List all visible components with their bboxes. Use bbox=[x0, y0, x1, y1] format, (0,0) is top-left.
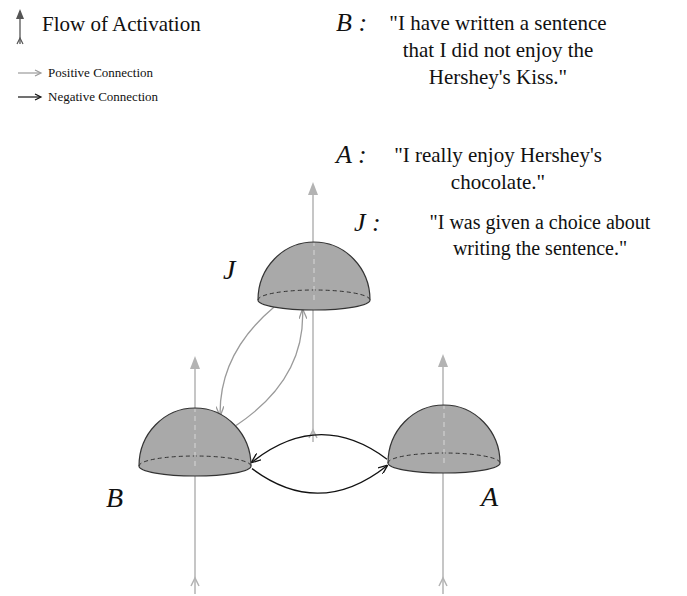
statement-text: "I have written a sentence that I did no… bbox=[380, 10, 616, 91]
statement-letter: A : bbox=[336, 138, 367, 171]
positive-connection bbox=[220, 307, 274, 415]
legend-text: Positive Connection bbox=[48, 65, 153, 81]
hemisphere-shape bbox=[387, 403, 501, 475]
statement-text: "I really enjoy Hershey's chocolate." bbox=[380, 142, 616, 196]
hemisphere-node: A bbox=[387, 403, 501, 475]
node-letter: A bbox=[481, 481, 498, 513]
statement-letter: B : bbox=[336, 6, 367, 39]
hemisphere-node: B bbox=[138, 406, 252, 478]
legend-text: Flow of Activation bbox=[42, 12, 201, 37]
statement-text: "I was given a choice about writing the … bbox=[400, 210, 680, 261]
node-letter: J bbox=[223, 254, 235, 286]
hemisphere-shape bbox=[138, 406, 252, 478]
hemisphere-shape bbox=[257, 240, 371, 312]
legend-negative-sample bbox=[18, 94, 41, 100]
statement-letter: J : bbox=[354, 206, 381, 239]
negative-connection bbox=[252, 466, 387, 494]
positive-connection bbox=[236, 310, 303, 426]
legend-flow-symbol bbox=[16, 9, 24, 44]
negative-connection bbox=[252, 435, 387, 463]
legend-positive-sample bbox=[18, 70, 41, 76]
hemisphere-node: J bbox=[257, 240, 371, 312]
activation-line bbox=[190, 182, 448, 594]
legend-text: Negative Connection bbox=[48, 89, 158, 105]
node-letter: B bbox=[106, 482, 123, 514]
